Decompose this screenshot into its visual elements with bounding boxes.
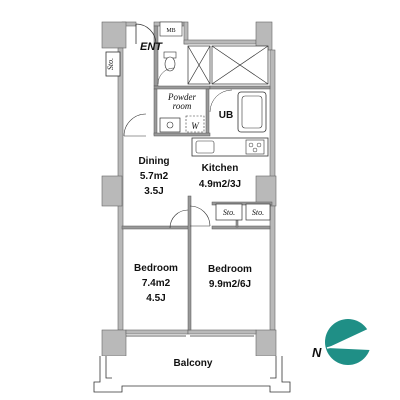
sink-bowl [166,121,174,129]
interior-walls [121,25,273,331]
bath-door [209,89,233,113]
storage-left-label: Sto. [106,58,115,70]
compass [325,319,375,365]
powder-room-label-2: room [173,101,192,111]
storage-left-box [105,51,121,77]
washer-space [185,115,205,133]
toilet-bowl [164,56,176,72]
shaft-boxes [187,45,269,85]
balcony-rail [93,356,291,393]
kitchen-sink [195,140,215,154]
meter-box [159,21,183,37]
storage-b-box [245,203,271,221]
bedroom2-area: 9.9m2/6J [209,279,251,290]
storage-a-label: Sto. [223,208,235,217]
balcony-label: Balcony [174,358,213,369]
compass-line [326,336,372,349]
dining-door [123,113,147,137]
bedroom2-label: Bedroom [208,264,252,275]
burner-3 [252,147,258,153]
sink [159,117,181,133]
bedroom2-door [189,205,211,227]
washer-label: W [191,121,200,131]
entrance-door [135,23,157,45]
dining-area: 5.7m2 [140,171,169,182]
storage-b-label: Sto. [252,208,264,217]
dining-label: Dining [138,156,169,167]
kitchen-area: 4.9m2/3J [199,179,241,190]
bathtub-inner [241,95,263,129]
entrance-label: ENT [140,41,163,53]
compass-needle [327,327,375,350]
dining-size: 3.5J [144,186,163,197]
powder-room-label-1: Powder [167,92,196,102]
burner-2 [256,142,262,148]
kitchen-stove [245,139,265,155]
kitchen-label: Kitchen [202,163,239,174]
storage-a-box [215,203,243,221]
bedroom1-area: 7.4m2 [142,278,171,289]
compass-north-label: N [312,345,322,360]
toilet-door [157,67,175,85]
bedroom1-door [169,209,189,229]
meter-box-label: MB [166,28,175,34]
bedroom1-label: Bedroom [134,263,178,274]
bedroom1-size: 4.5J [146,293,165,304]
burner-1 [248,142,254,148]
unit-bath-label: UB [219,110,233,121]
